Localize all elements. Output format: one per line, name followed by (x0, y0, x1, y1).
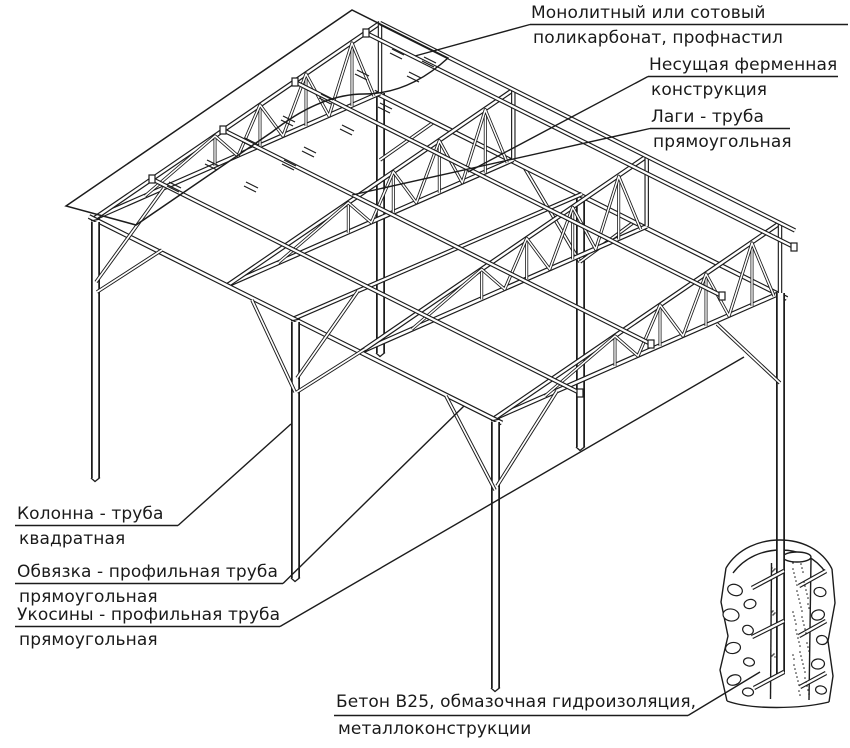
label-braces-line1: Укосины - профильная труба (17, 605, 281, 625)
label-braces-line2: прямоугольная (19, 630, 158, 650)
label-foundation-line2: металлоконструкции (338, 719, 532, 739)
foundation-side-left (719, 567, 729, 702)
glazing-hatch-marks (166, 48, 437, 193)
label-purlins-line2: прямоугольная (653, 132, 792, 152)
concrete-pier-edge-left (769, 562, 773, 700)
foundation-bottom (726, 700, 830, 709)
leader-foundation (687, 671, 761, 717)
label-foundation-line1: Бетон В25, обмазочная гидроизоляция, (336, 692, 697, 712)
label-purlins-line1: Лаги - труба (651, 107, 764, 127)
canopy-frame (87, 20, 798, 693)
foundation-detail (719, 539, 836, 709)
label-truss-line1: Несущая ферменная (649, 55, 838, 75)
roof-sheet (64, 9, 450, 226)
label-column-line1: Колонна - труба (17, 504, 164, 524)
concrete-stipple (771, 562, 810, 696)
label-frame-line1: Обвязка - профильная труба (17, 562, 278, 582)
foundation-side-right (827, 568, 836, 703)
label-column-line2: квадратная (19, 529, 126, 549)
label-frame-line2: прямоугольная (19, 587, 158, 607)
leader-truss (467, 75, 649, 173)
leader-roof-sheet (414, 23, 531, 57)
leader-frame (282, 405, 465, 584)
concrete-pier-top (782, 551, 812, 563)
foundation-top-rim-outer (725, 539, 833, 570)
rubble-stones (722, 583, 829, 697)
leader-purlins (351, 127, 651, 196)
leader-lines (15, 23, 848, 717)
label-truss-line2: конструкция (651, 80, 768, 100)
leader-column (177, 423, 292, 527)
roof-sheet-outline (64, 9, 450, 226)
anchor-bars (750, 569, 828, 690)
leader-braces (279, 356, 745, 628)
label-roof-sheet-line1: Монолитный или сотовый (531, 3, 766, 23)
label-roof-sheet-line2: поликарбонат, профнастил (533, 28, 783, 48)
